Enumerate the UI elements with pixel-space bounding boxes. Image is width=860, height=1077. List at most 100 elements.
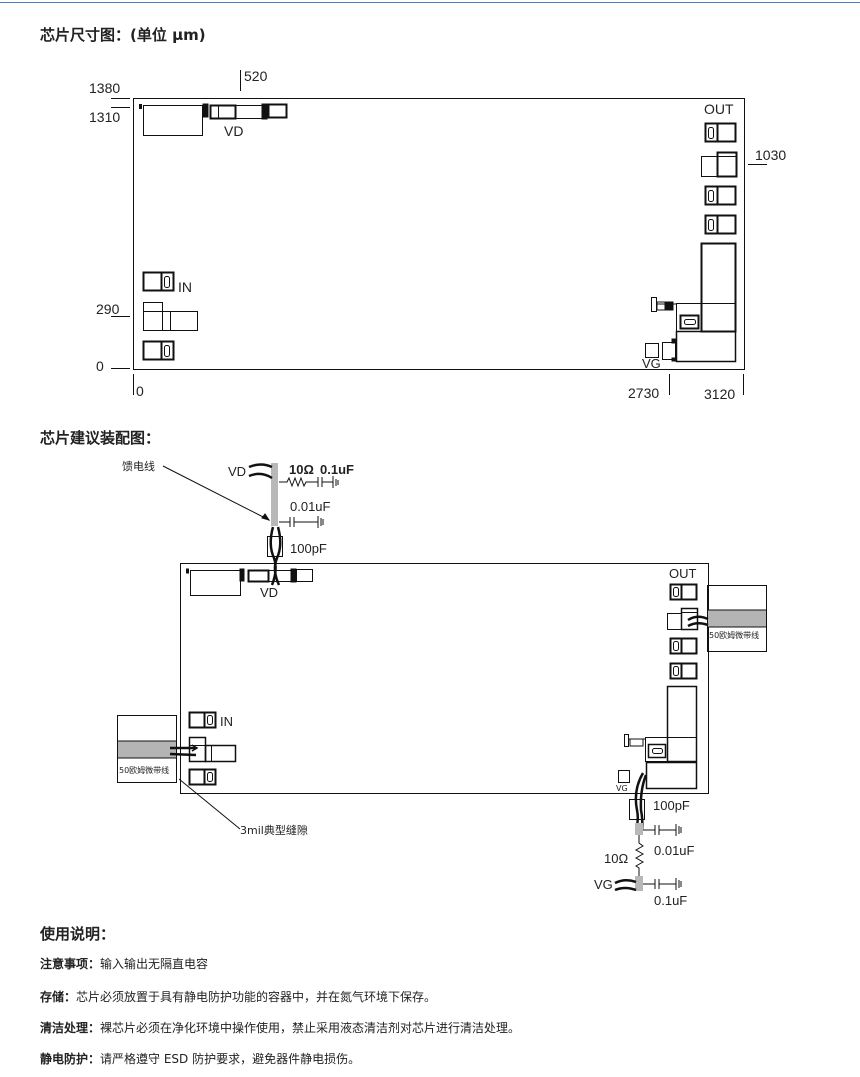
vg-resistor [634, 835, 645, 876]
vg-clip-bot [671, 357, 677, 362]
asm-out-pad-4-via [673, 666, 679, 676]
note-cleaning: 清洁处理：裸芯片必须在净化环境中操作使用，禁止采用液态清洁剂对芯片进行清洁处理。 [40, 1019, 520, 1036]
asm-in-pad-1-via [207, 715, 213, 725]
note-label: 注意事项 [40, 957, 89, 971]
in-label: IN [178, 279, 192, 295]
out-pad-4-via [708, 219, 714, 231]
gap-label: 3mil典型缝隙 [240, 823, 308, 837]
asm-vd-label: VD [260, 585, 278, 600]
assembly-labels: 馈电线 VD 10Ω 0.1uF 0.01uF 100pF VD OUT IN … [119, 459, 759, 908]
asm-vd-pad-clip [290, 568, 297, 583]
in-pad-1-via [164, 276, 170, 288]
asm-out-pad-1 [669, 583, 698, 601]
note-text: 裸芯片必须在净化环境中操作使用，禁止采用液态清洁剂对芯片进行清洁处理。 [100, 1021, 521, 1035]
asm-out-pad-4 [669, 662, 698, 680]
vg-cap-large-label: 0.1uF [654, 893, 687, 908]
asm-br-side-tab [624, 734, 629, 747]
assembly-drawing [117, 463, 767, 892]
asm-br-via [652, 748, 663, 754]
asm-top-left-block [190, 570, 241, 596]
note-attention: 注意事项：输入输出无隔直电容 [40, 955, 208, 972]
vg-bondwire-2 [639, 774, 648, 831]
dim-label-0x: 0 [136, 383, 144, 399]
note-text: 输入输出无隔直电容 [100, 957, 209, 971]
chip-outline [133, 98, 745, 370]
vg-feed-pad-top [635, 823, 643, 835]
br-side-tab [651, 297, 657, 312]
out-label: OUT [704, 101, 734, 117]
asm-in-pad-2a [188, 736, 207, 763]
in-pad-3-via [164, 345, 170, 357]
asm-br-via-cell [645, 737, 668, 762]
in-microstrip-label: 50欧姆微带线 [119, 765, 169, 775]
vd-label: VD [224, 123, 243, 139]
out-bondwire-2 [687, 622, 709, 628]
br-tall-block [700, 242, 737, 333]
asm-in-pad-2b [204, 744, 237, 763]
vg-pad [645, 343, 659, 358]
note-label: 静电防护 [40, 1052, 89, 1066]
note-separator: ： [88, 1052, 101, 1066]
vd-pad-label: VD [228, 464, 246, 479]
dim-label-3120: 3120 [704, 386, 735, 402]
dim-label-2730: 2730 [628, 385, 659, 401]
in-bondwire-2 [169, 752, 197, 757]
asm-out-pad-3-via [673, 641, 679, 651]
vd-resistor [279, 476, 318, 488]
vg-cap-mid-label: 0.01uF [654, 843, 695, 858]
assembly-drawing-title: 芯片建议装配图： [40, 429, 161, 447]
asm-br-side-conn [629, 738, 644, 747]
vg-label: VG [642, 356, 661, 371]
out-pad-1 [704, 122, 737, 143]
note-label: 存储 [40, 990, 65, 1004]
feed-line-label: 馈电线 [122, 459, 155, 473]
dim-label-1310: 1310 [89, 109, 120, 125]
vd-cap-large-label: 0.1uF [320, 462, 354, 477]
vd-pad-a [209, 104, 237, 120]
asm-in-label: IN [220, 714, 233, 729]
note-esd: 静电防护：请严格遵守 ESD 防护要求，避免器件静电损伤。 [40, 1050, 360, 1067]
out-microstrip-label: 50欧姆微带线 [709, 630, 759, 640]
br-bottom-block [675, 330, 737, 363]
note-text: 芯片必须放置于具有静电防护功能的容器中，并在氮气环境下保存。 [76, 990, 437, 1004]
asm-br-bottom-block [645, 761, 698, 790]
br-side-conn [656, 301, 666, 311]
in-pad-3 [142, 340, 175, 361]
vd-bondwire-3 [269, 526, 277, 586]
feed-line-leader [162, 465, 270, 521]
vd-resistor-label: 10Ω [289, 462, 314, 477]
br-via [684, 319, 696, 325]
out-pad-3 [704, 185, 737, 206]
dimension-drawing-title: 芯片尺寸图：(单位 μm) [40, 26, 206, 44]
dimension-drawing [111, 70, 767, 395]
vd-cap-small-label: 100pF [290, 541, 327, 556]
vd-bondwire-4 [273, 526, 282, 586]
dimension-labels: 520 1380 1310 290 0 0 2730 3120 1030 VD … [89, 68, 786, 402]
vg-cap-small-label: 100pF [653, 798, 690, 813]
vd-pad-b [235, 105, 265, 119]
vg-cap [662, 342, 676, 360]
note-storage: 存储：芯片必须放置于具有静电防护功能的容器中，并在氮气环境下保存。 [40, 988, 436, 1005]
asm-out-pad-2b [680, 607, 699, 631]
dim-label-1030: 1030 [755, 147, 786, 163]
asm-out-pad-1-via [673, 587, 679, 597]
out-pad-2a [701, 156, 718, 177]
vd-bondwire-2 [248, 472, 273, 480]
br-via-frame [679, 314, 700, 330]
asm-vd-pad-b [268, 570, 293, 582]
asm-in-pad-3 [188, 768, 217, 786]
note-separator: ： [88, 1021, 101, 1035]
asm-top-left-mark [186, 568, 189, 574]
asm-out-pad-3 [669, 637, 698, 655]
in-bondwire-arrow [191, 744, 199, 752]
out-pad-4 [704, 214, 737, 235]
asm-vd-connector [239, 568, 245, 582]
out-pad-2b [716, 151, 738, 178]
vg-bondwire-3 [614, 879, 637, 885]
dim-label-0y: 0 [96, 358, 104, 374]
in-pad-1 [142, 271, 175, 292]
asm-vg-label: VG [616, 784, 628, 793]
vd-cap-small [267, 536, 283, 557]
in-microstrip-line [118, 741, 176, 758]
